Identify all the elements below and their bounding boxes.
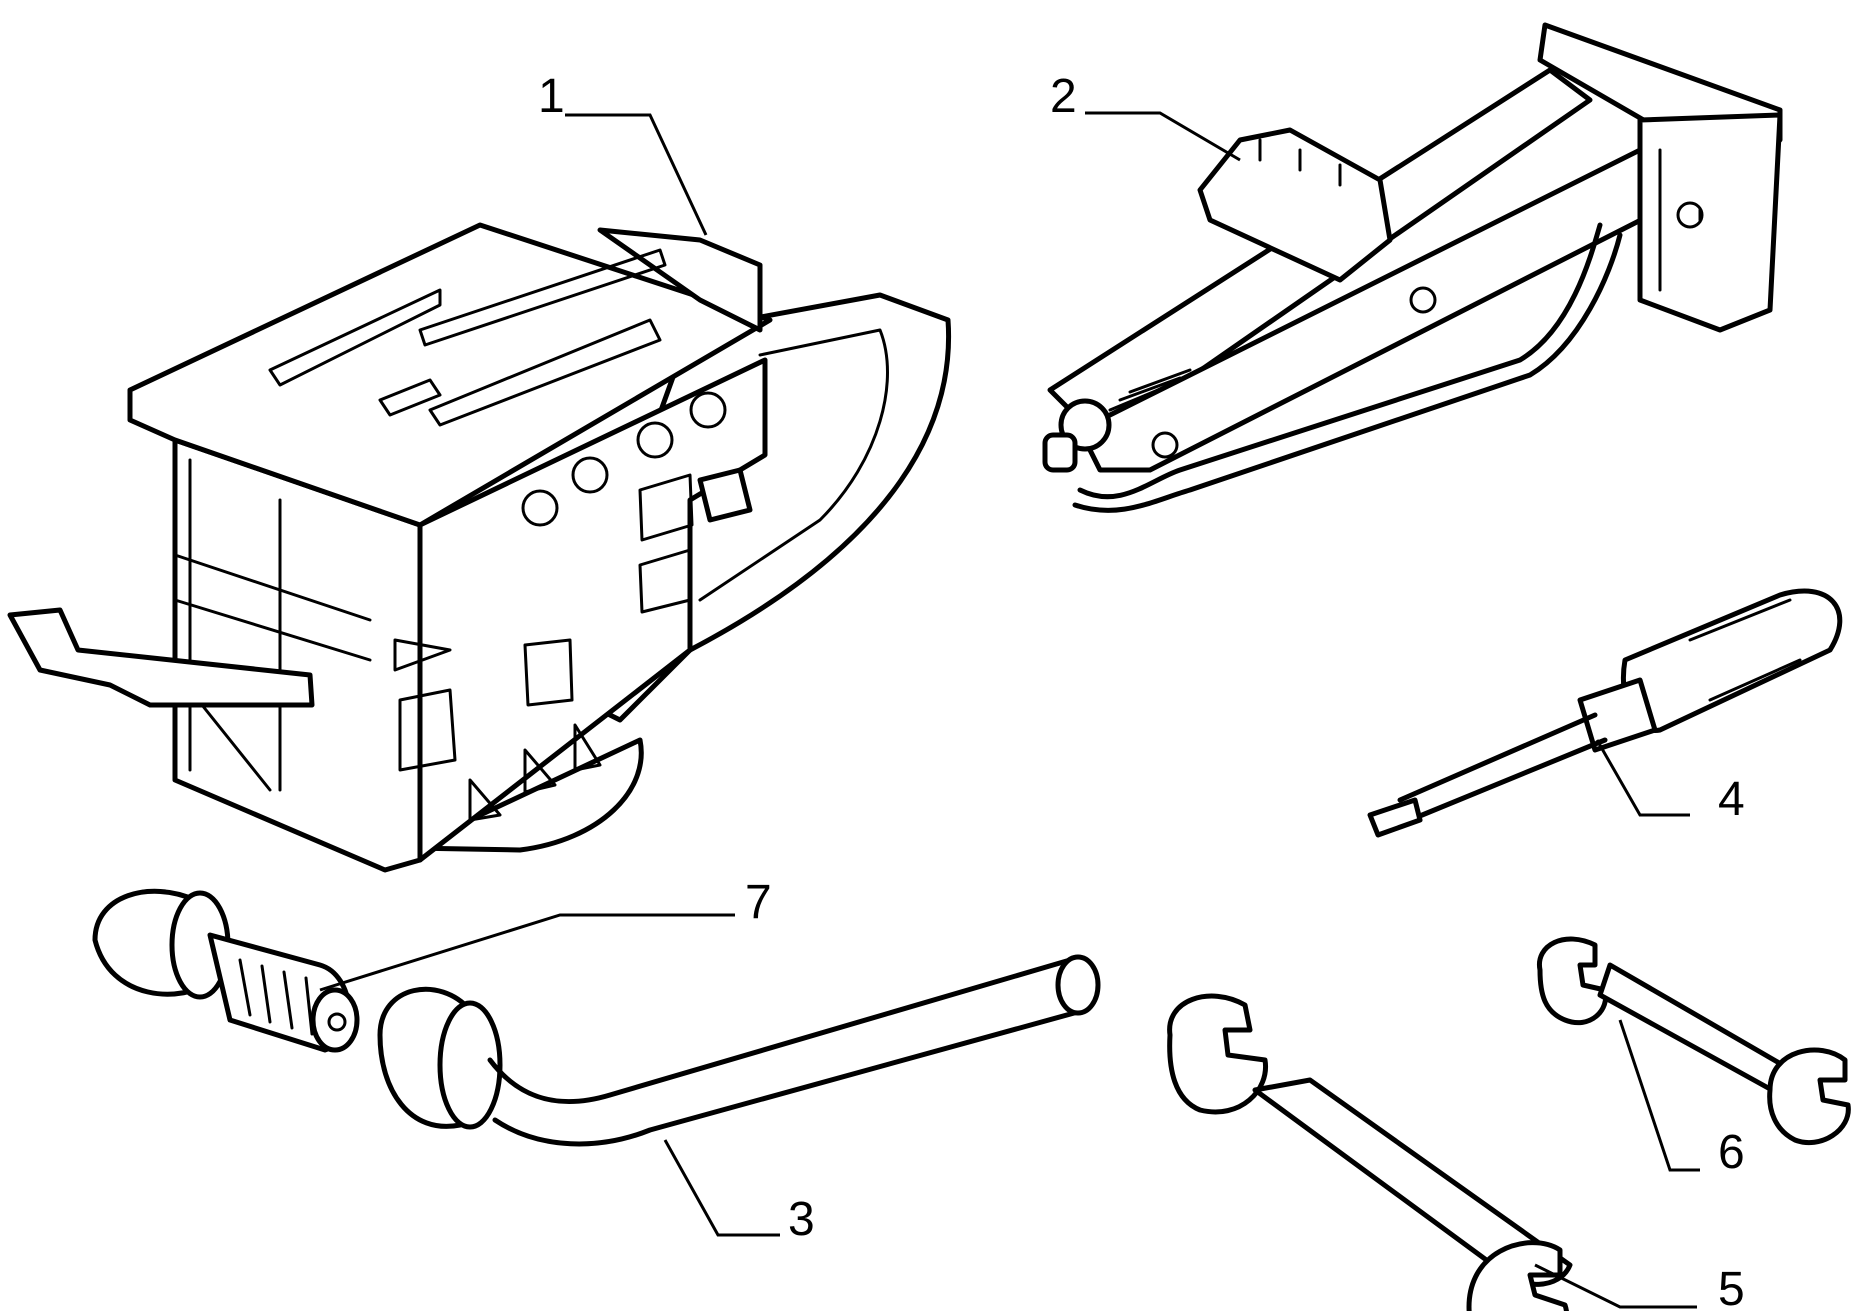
callout-2: 2: [1050, 70, 1077, 123]
open-end-spanner-large: [1167, 993, 1573, 1311]
callout-1: 1: [538, 70, 565, 123]
leader-lines: [319, 111, 1700, 1309]
tool-holder-box: [7, 222, 952, 873]
leader-1: [565, 113, 708, 236]
leader-2: [1085, 111, 1241, 162]
screwdriver: [1367, 588, 1843, 838]
callout-4: 4: [1718, 773, 1745, 826]
leader-3: [663, 1139, 780, 1237]
leader-5: [1534, 1263, 1697, 1309]
leader-4: [1595, 739, 1690, 817]
wheel-wrench: [377, 954, 1101, 1147]
wheel-socket-adapter: [92, 888, 360, 1053]
leader-6: [1618, 1019, 1700, 1172]
scissor-jack: [1042, 22, 1783, 513]
callout-3: 3: [788, 1193, 815, 1246]
callout-7: 7: [745, 876, 772, 929]
leader-7: [319, 913, 735, 992]
open-end-spanner-small: [1537, 936, 1851, 1146]
callout-6: 6: [1718, 1126, 1745, 1179]
callout-5: 5: [1718, 1263, 1745, 1311]
